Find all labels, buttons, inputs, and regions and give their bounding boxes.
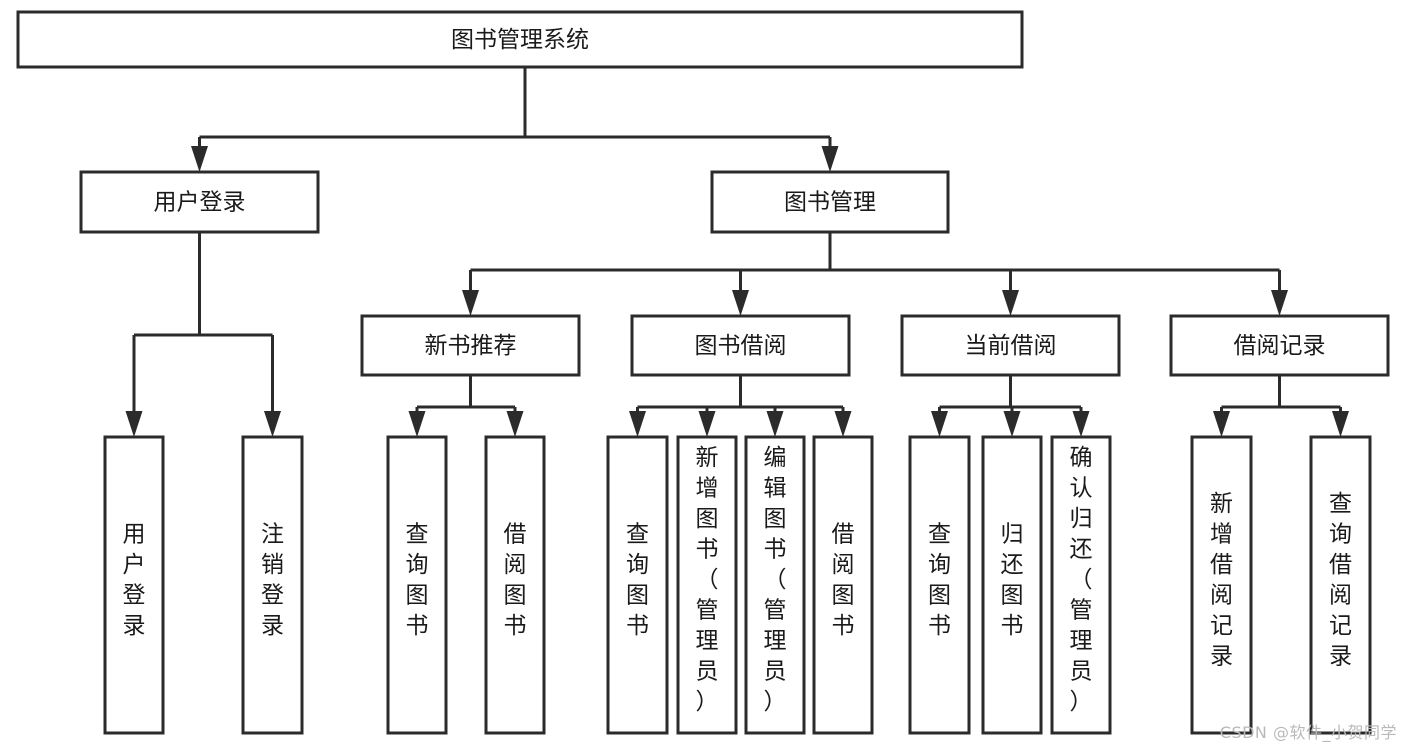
node-label: 查询借阅记录 [1329, 491, 1352, 670]
node-leaf-user-login[interactable]: 用户登录 [103, 435, 165, 735]
node-label: 查询图书 [406, 521, 429, 639]
node-box [606, 435, 669, 735]
arrow-head-icon [1332, 411, 1349, 437]
node-leaf-borrow-book-1[interactable]: 借阅图书 [484, 435, 546, 735]
node-leaf-query-book-3[interactable]: 查询图书 [908, 435, 971, 735]
arrow-head-icon [125, 411, 143, 437]
node-box [812, 435, 874, 735]
node-new-book-recommend[interactable]: 新书推荐 [360, 314, 581, 377]
node-box [1169, 314, 1390, 377]
connector-group-book-manage [462, 232, 1288, 316]
node-label: 图书管理系统 [451, 27, 589, 53]
node-box [900, 314, 1121, 377]
arrow-head-icon [408, 411, 426, 437]
node-box [710, 170, 950, 234]
node-label: 当前借阅 [965, 333, 1057, 359]
node-box [630, 314, 851, 377]
arrow-head-icon [1271, 290, 1288, 316]
node-box [676, 435, 738, 735]
node-root[interactable]: 图书管理系统 [16, 10, 1024, 69]
node-label: 注销登录 [261, 521, 284, 639]
connector-group-root [191, 67, 839, 172]
node-label: 查询图书 [626, 521, 649, 639]
node-label: 确认归还（管理员） [1070, 445, 1093, 715]
node-label: 新增借阅记录 [1210, 491, 1233, 670]
arrow-head-icon [462, 290, 479, 316]
node-box [16, 10, 1024, 69]
node-box [1309, 435, 1372, 735]
node-leaf-edit-book[interactable]: 编辑图书（管理员） [744, 435, 806, 735]
node-leaf-add-book[interactable]: 新增图书（管理员） [676, 435, 738, 735]
arrow-head-icon [834, 411, 852, 437]
node-box [744, 435, 806, 735]
node-box [386, 435, 448, 735]
connector-group-current-borrow [931, 375, 1090, 437]
node-leaf-query-book-1[interactable]: 查询图书 [386, 435, 448, 735]
node-label: 新书推荐 [425, 333, 517, 359]
node-label: 编辑图书（管理员） [764, 445, 787, 715]
node-leaf-user-logout[interactable]: 注销登录 [241, 435, 304, 735]
arrow-head-icon [264, 411, 281, 437]
arrow-head-icon [1213, 411, 1230, 437]
arrow-head-icon [1003, 411, 1021, 437]
node-label: 用户登录 [123, 521, 146, 639]
node-label: 借阅图书 [504, 521, 527, 639]
csdn-watermark: CSDN @软件_小贺同学 [1219, 723, 1397, 742]
node-book-borrow[interactable]: 图书借阅 [630, 314, 851, 377]
arrow-head-icon [931, 411, 948, 437]
arrow-head-icon [766, 411, 784, 437]
node-leaf-borrow-book-2[interactable]: 借阅图书 [812, 435, 874, 735]
arrow-head-icon [732, 290, 749, 316]
node-leaf-add-record[interactable]: 新增借阅记录 [1190, 435, 1253, 735]
arrow-head-icon [1002, 290, 1019, 316]
node-box [241, 435, 304, 735]
node-leaf-query-record[interactable]: 查询借阅记录 [1309, 435, 1372, 735]
node-box [1190, 435, 1253, 735]
connector-group-user-login [125, 232, 281, 437]
node-leaf-return-book[interactable]: 归还图书 [981, 435, 1043, 735]
node-box [981, 435, 1043, 735]
connector-group-new-book-recommend [408, 375, 524, 437]
node-label: 归还图书 [1001, 521, 1024, 639]
node-label: 用户登录 [154, 190, 246, 216]
node-box [908, 435, 971, 735]
arrow-head-icon [821, 146, 839, 172]
node-book-manage[interactable]: 图书管理 [710, 170, 950, 234]
node-label: 借阅记录 [1234, 333, 1326, 359]
arrow-head-icon [191, 146, 208, 172]
node-label: 图书管理 [784, 190, 876, 216]
node-current-borrow[interactable]: 当前借阅 [900, 314, 1121, 377]
node-box [360, 314, 581, 377]
arrow-head-icon [698, 411, 716, 437]
node-label: 借阅图书 [832, 521, 855, 639]
node-borrow-record[interactable]: 借阅记录 [1169, 314, 1390, 377]
node-label: 查询图书 [928, 521, 951, 639]
node-label: 新增图书（管理员） [696, 445, 719, 715]
node-layer: 图书管理系统用户登录图书管理新书推荐图书借阅当前借阅借阅记录用户登录注销登录查询… [16, 10, 1390, 735]
arrow-head-icon [629, 411, 646, 437]
node-box [79, 170, 320, 234]
node-box [103, 435, 165, 735]
arrow-head-icon [506, 411, 524, 437]
arrow-head-icon [1072, 411, 1090, 437]
node-box [484, 435, 546, 735]
node-user-login[interactable]: 用户登录 [79, 170, 320, 234]
node-box [1050, 435, 1112, 735]
node-leaf-query-book-2[interactable]: 查询图书 [606, 435, 669, 735]
connector-group-borrow-record [1213, 375, 1349, 437]
connector-layer [125, 67, 1349, 437]
node-label: 图书借阅 [695, 333, 787, 359]
node-leaf-confirm-return[interactable]: 确认归还（管理员） [1050, 435, 1112, 735]
connector-group-book-borrow [629, 375, 852, 437]
